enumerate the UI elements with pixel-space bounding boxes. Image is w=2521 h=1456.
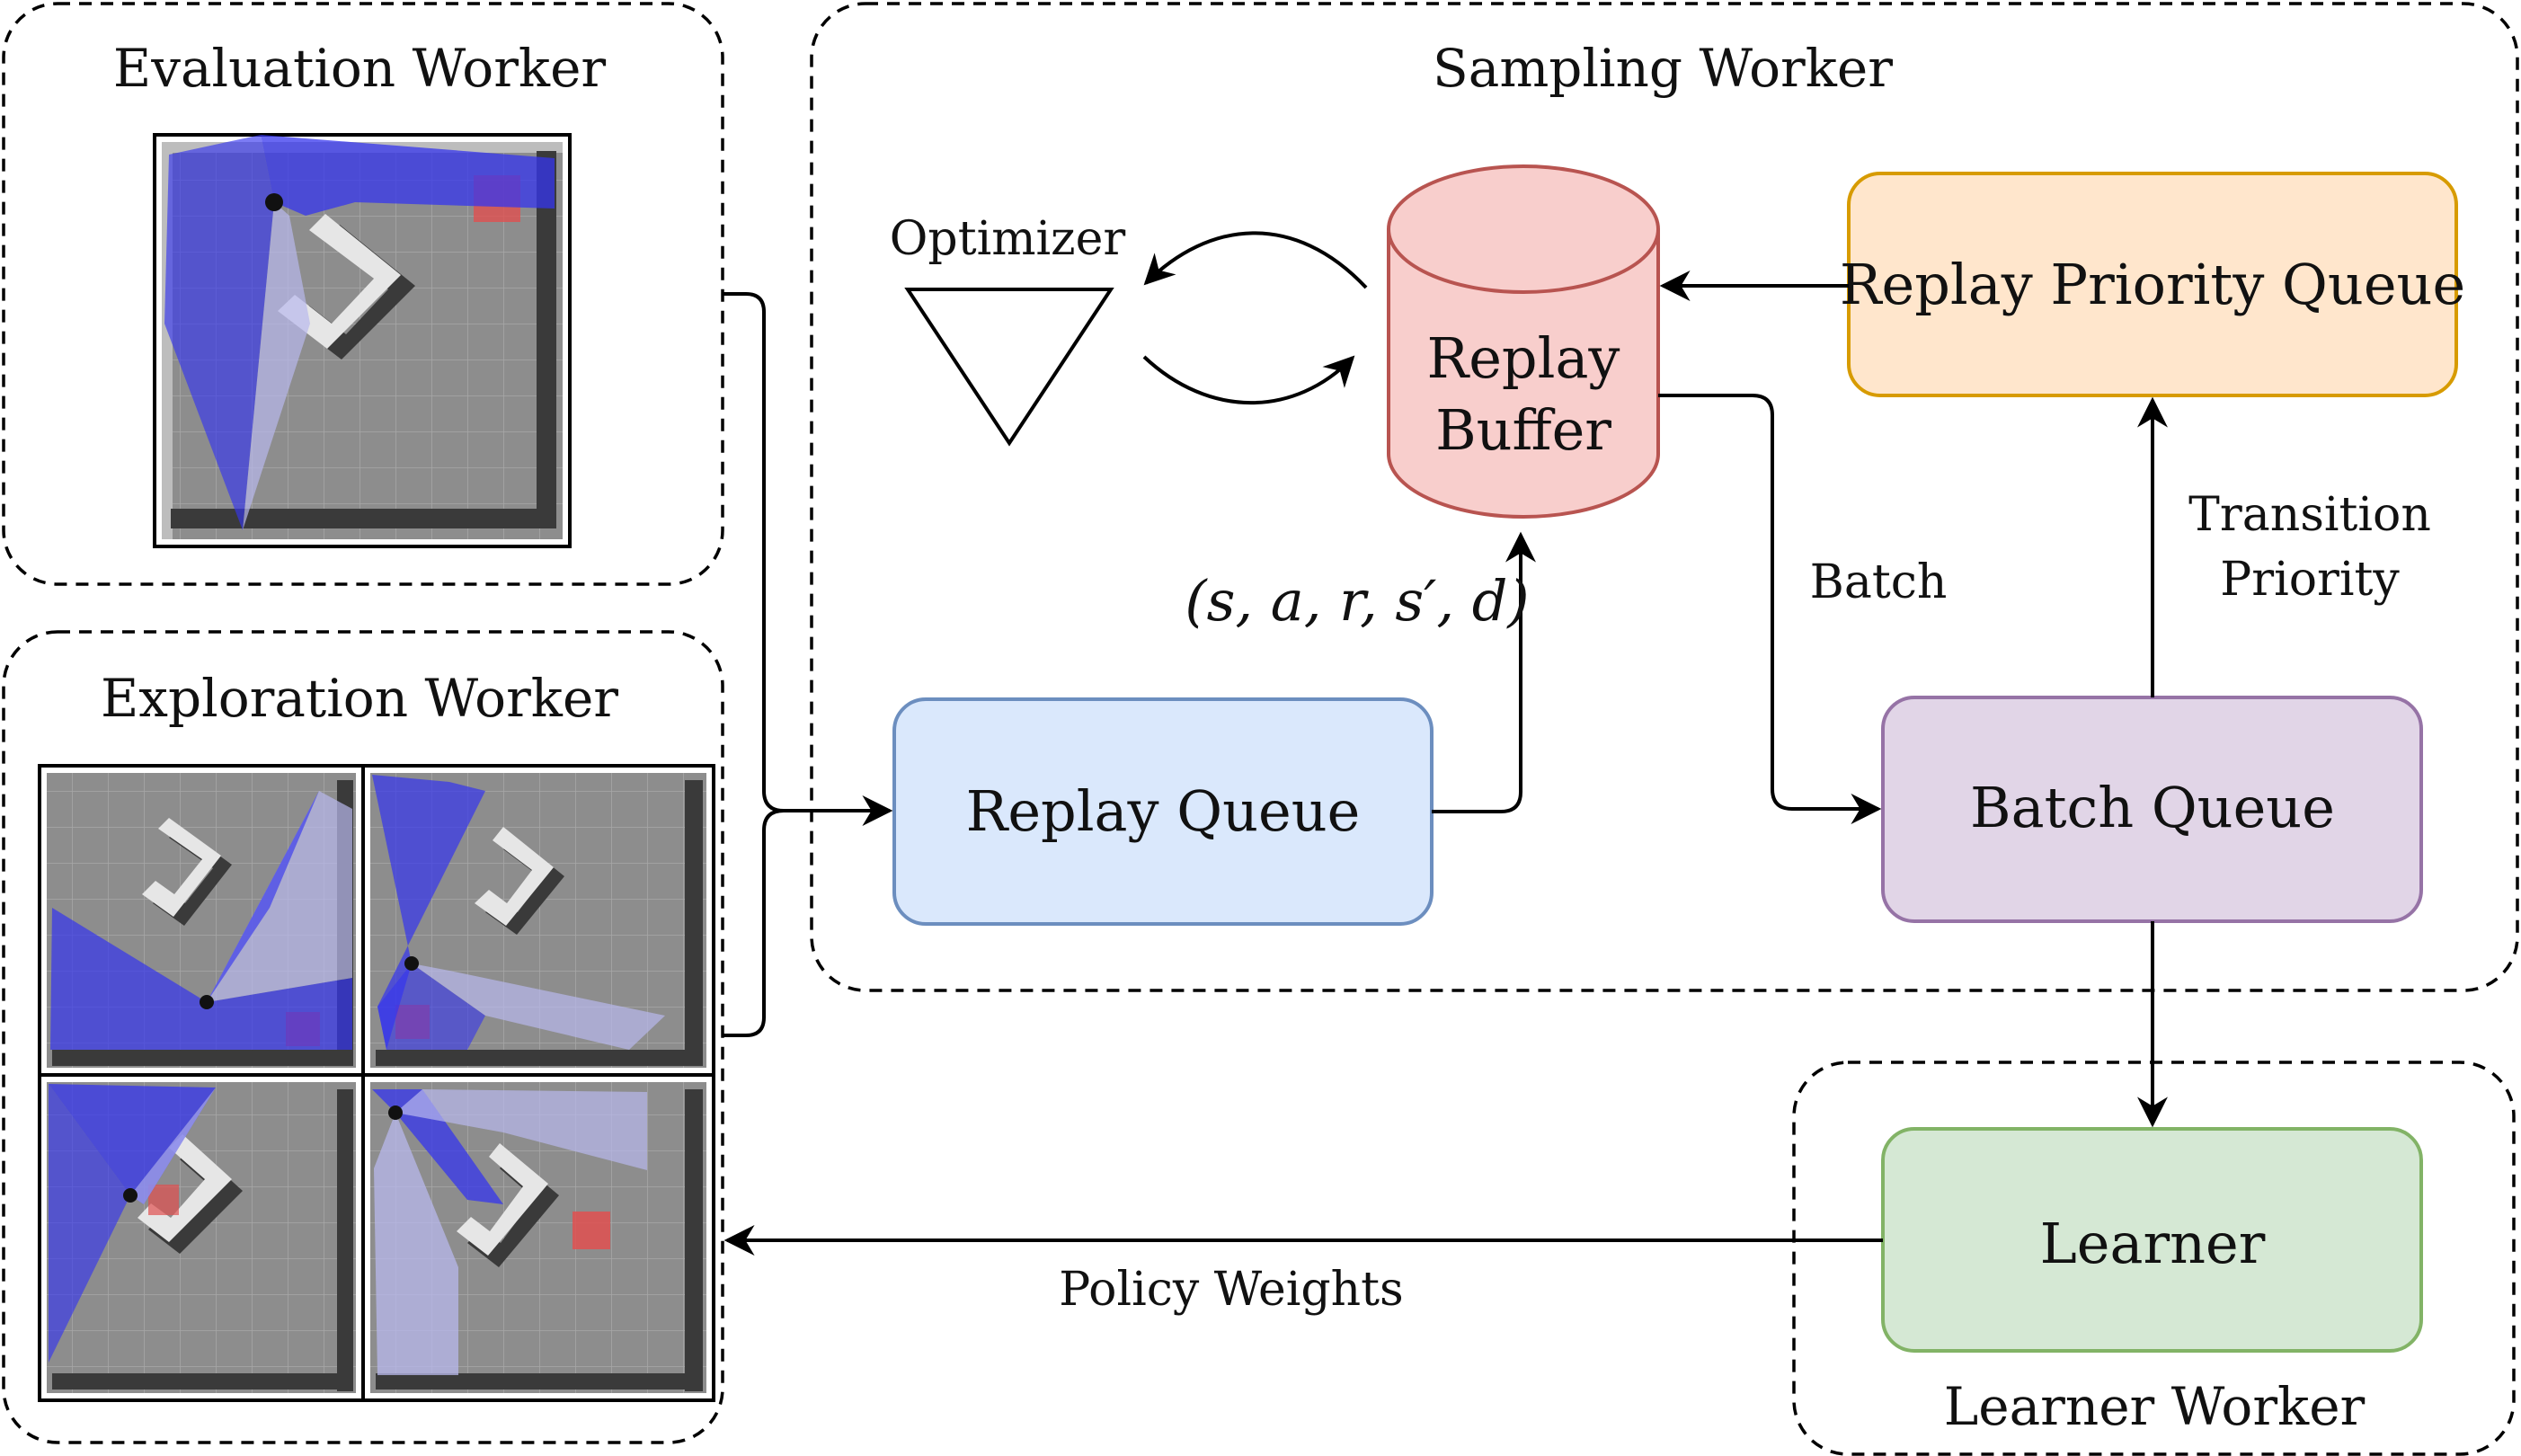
sampling-worker-group xyxy=(810,2,2519,992)
cylinder-database-icon xyxy=(1387,164,1660,519)
optimizer-label: Optimizer xyxy=(890,212,1126,266)
sampling-worker-title: Sampling Worker xyxy=(1433,38,1893,99)
replay-priority-queue-label: Replay Priority Queue xyxy=(1840,252,2465,317)
exploration-sim-grid xyxy=(38,764,715,1402)
evaluation-sim-view xyxy=(153,133,572,548)
exploration-sim-panel-3 xyxy=(47,1082,356,1393)
transition-priority-label-line2: Priority xyxy=(2220,553,2400,607)
down-triangle-icon xyxy=(904,288,1114,447)
replay-priority-queue-node: Replay Priority Queue xyxy=(1840,172,2465,397)
replay-queue-node: Replay Queue xyxy=(892,697,1434,926)
exploration-sim-panel-1 xyxy=(47,773,356,1068)
replay-buffer-label-line1: Replay xyxy=(1427,325,1620,391)
batch-edge-label: Batch xyxy=(1810,555,1948,609)
optimizer-node: Optimizer xyxy=(890,212,1126,447)
edge-buffer-to-optimizer xyxy=(1143,231,1368,289)
batch-queue-label: Batch Queue xyxy=(1970,775,2335,840)
batch-queue-node: Batch Queue xyxy=(1881,696,2423,923)
edge-evaluation-to-replay-queue xyxy=(723,292,893,826)
edge-exploration-to-replay-queue xyxy=(723,809,785,1037)
learner-worker-title: Learner Worker xyxy=(1944,1376,2366,1437)
exploration-sim-panel-2 xyxy=(370,773,706,1068)
transition-priority-label-line1: Transition xyxy=(2188,488,2431,542)
evaluation-worker-title: Evaluation Worker xyxy=(113,38,607,99)
edge-replay-queue-to-buffer xyxy=(1432,531,1536,813)
exploration-worker-title: Exploration Worker xyxy=(101,668,618,729)
replay-queue-label: Replay Queue xyxy=(966,778,1361,844)
edge-optimizer-to-buffer xyxy=(1142,355,1355,404)
policy-weights-label: Policy Weights xyxy=(1059,1263,1403,1317)
edge-buffer-to-batch-queue xyxy=(1658,394,1882,824)
learner-label: Learner xyxy=(2040,1211,2266,1276)
replay-buffer-label-line2: Buffer xyxy=(1435,397,1611,463)
learner-node: Learner xyxy=(1881,1127,2423,1353)
exploration-sim-panel-4 xyxy=(370,1082,706,1393)
transition-tuple-label: (s, a, r, s′, d) xyxy=(1185,568,1529,634)
replay-buffer-node: Replay Buffer xyxy=(1387,164,1660,519)
